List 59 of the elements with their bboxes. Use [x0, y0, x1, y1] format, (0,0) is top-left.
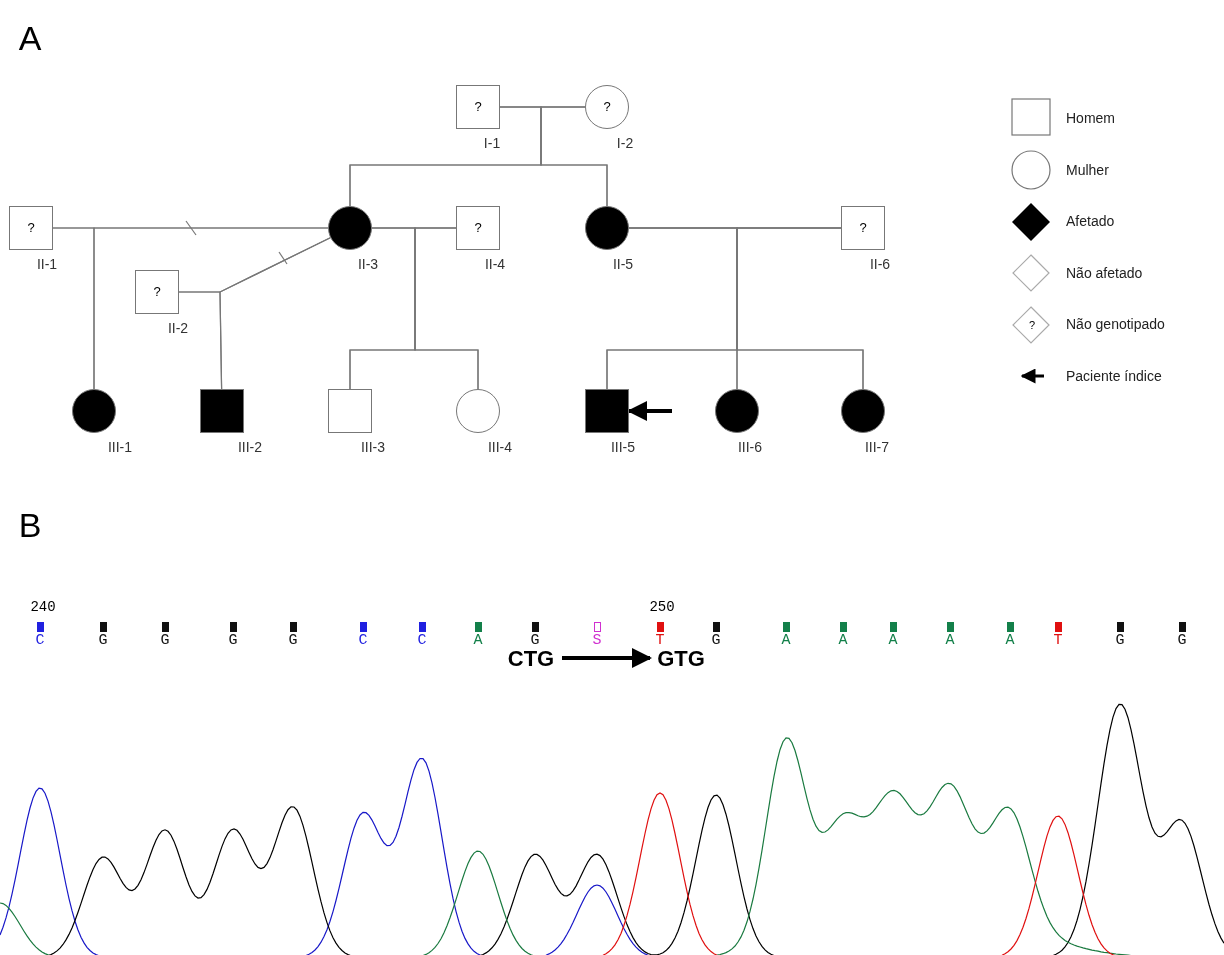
male-square: ? [456, 85, 500, 129]
base-call: G [1177, 632, 1187, 648]
individual-id: II-2 [167, 321, 189, 335]
individual-id: III-4 [487, 440, 513, 454]
male-square: ? [135, 270, 179, 314]
panel-letter: A [18, 21, 42, 55]
individual-id: I-2 [616, 136, 634, 150]
male-square [200, 389, 244, 433]
legend-text: Não afetado [1066, 265, 1143, 280]
individual-id: II-6 [869, 257, 891, 271]
base-call: G [98, 632, 108, 648]
legend-text: Mulher [1066, 162, 1109, 177]
base-call: T [1053, 632, 1063, 648]
base-call: G [1115, 632, 1125, 648]
male-square: ? [456, 206, 500, 250]
male-square: ? [841, 206, 885, 250]
base-call: A [945, 632, 955, 648]
pedigree-line [414, 227, 479, 390]
individual-id: II-4 [484, 257, 506, 271]
individual-id: II-5 [612, 257, 634, 271]
individual-id: III-7 [864, 440, 890, 454]
base-call: S [592, 632, 602, 648]
base-call: C [35, 632, 45, 648]
legend-text: Paciente índice [1066, 368, 1162, 383]
individual-id: III-3 [360, 440, 386, 454]
male-square: ? [9, 206, 53, 250]
base-call: A [781, 632, 791, 648]
arrow [562, 648, 652, 668]
base-call: G [160, 632, 170, 648]
male-square [328, 389, 372, 433]
legend-symbol-text: ? [1028, 319, 1036, 331]
legend-text: Homem [1066, 111, 1115, 125]
individual-id: II-3 [357, 257, 379, 271]
base-call: C [358, 632, 368, 648]
pedigree-line [219, 237, 331, 390]
pedigree-line [93, 227, 329, 390]
pedigree-line [540, 106, 608, 207]
base-call: G [288, 632, 298, 648]
individual-id: I-1 [483, 136, 501, 150]
base-call: C [417, 632, 427, 648]
base-call: A [473, 632, 483, 648]
base-call: A [838, 632, 848, 648]
base-call: A [888, 632, 898, 648]
legend-text: Não genotipado [1066, 317, 1165, 331]
individual-id: III-1 [107, 440, 133, 454]
base-call: A [1005, 632, 1015, 648]
legend-text: Afetado [1066, 214, 1115, 228]
arrow [627, 401, 672, 421]
individual-id: III-5 [610, 440, 636, 454]
base-call: G [228, 632, 238, 648]
panel-letter: B [18, 508, 42, 542]
individual-id: III-2 [237, 440, 263, 454]
base-call: G [711, 632, 721, 648]
position-number: 250 [649, 600, 675, 614]
individual-id: III-6 [737, 440, 763, 454]
position-number: 240 [30, 600, 56, 614]
male-square [585, 389, 629, 433]
pedigree-line [736, 227, 864, 390]
individual-id: II-1 [36, 257, 58, 271]
